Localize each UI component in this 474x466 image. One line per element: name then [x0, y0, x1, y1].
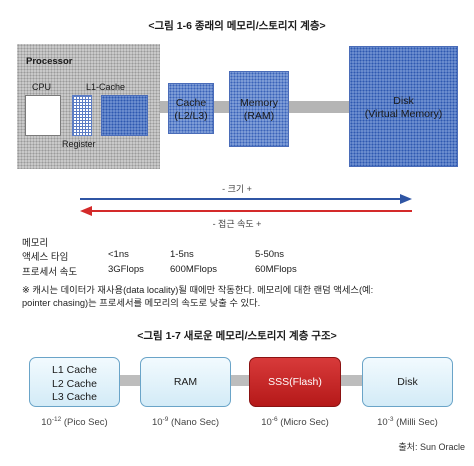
connector-ram-sss — [231, 375, 249, 386]
disk-label: Disk (Virtual Memory) — [342, 95, 465, 121]
time-exp-micro: -6 — [271, 416, 278, 423]
speed-label: - 접근 속도 + — [212, 219, 262, 229]
cache-levels-box — [29, 357, 120, 407]
speed-arrow — [80, 206, 412, 216]
cache-block — [168, 83, 214, 134]
memory-label-line2: (RAM) — [243, 110, 275, 123]
memory-label-line1: Memory — [240, 97, 278, 109]
note: ※ 캐시는 데이터가 재사용(data locality)될 때에만 작동한다.… — [22, 284, 462, 311]
time-unit-pico: (Pico Sec) — [63, 417, 108, 429]
cache-levels-line3: L3 Cache — [52, 391, 97, 404]
cpu-label: CPU — [32, 82, 52, 92]
connector-proc-cache — [160, 101, 168, 113]
connector-cache-mem — [214, 101, 229, 113]
time-base-nano: 10 — [151, 417, 163, 429]
note-line2: pointer chasing)는 프로세서를 메모리의 속도로 낮출 수 있다… — [22, 298, 261, 309]
cache-levels-line2: L2 Cache — [52, 377, 97, 390]
memory-block — [229, 71, 289, 147]
l1cache-label: L1-Cache — [86, 82, 126, 92]
row-speed-value-1: 3GFlops — [108, 264, 144, 275]
processor-label: Processor — [26, 56, 73, 67]
cache-label-line2: (L2/L3) — [174, 110, 208, 123]
size-label: - 크기 + — [222, 184, 252, 194]
ram-box — [140, 357, 231, 407]
row-access-value-1: <1ns — [108, 249, 129, 260]
time-label-milli: 10-3 (Milli Sec) — [357, 416, 458, 428]
disk2-box — [362, 357, 453, 407]
disk-block — [349, 46, 458, 167]
time-exp-milli: -3 — [387, 416, 394, 423]
register-grid — [72, 95, 92, 136]
ram-label: RAM — [173, 376, 198, 388]
row-speed-label: 프로세서 속도 — [22, 267, 78, 278]
time-label-pico: 10-12 (Pico Sec) — [24, 416, 125, 428]
time-label-micro: 10-6 (Micro Sec) — [244, 416, 346, 428]
connector-sss-disk — [341, 375, 362, 386]
time-unit-milli: (Milli Sec) — [396, 417, 438, 429]
source-label: 출처: Sun Oracle — [398, 442, 465, 452]
register-label: Register — [62, 139, 96, 149]
time-exp-pico: -12 — [51, 416, 62, 423]
table-header: 메모리 — [22, 238, 49, 249]
time-unit-nano: (Nano Sec) — [170, 417, 220, 429]
connector-l-ram — [120, 375, 140, 386]
time-base-micro: 10 — [261, 417, 272, 429]
time-base-milli: 10 — [377, 417, 388, 429]
cpu-box — [25, 95, 61, 136]
disk-label-line1: Disk — [393, 95, 414, 107]
disk2-label: Disk — [397, 376, 418, 388]
row-speed-value-3: 60MFlops — [255, 264, 297, 275]
row-access-value-2: 1-5ns — [170, 249, 194, 260]
cache-label: Cache (L2/L3) — [168, 97, 214, 123]
row-access-value-3: 5-50ns — [255, 249, 285, 260]
fig1-title: <그림 1-6 종래의 메모리/스토리지 계층> — [148, 20, 326, 32]
time-base-pico: 10 — [41, 417, 52, 429]
l1cache-box — [101, 95, 148, 136]
time-unit-micro: (Micro Sec) — [280, 417, 329, 429]
row-access-label: 액세스 타임 — [22, 252, 69, 263]
row-speed-value-2: 600MFlops — [170, 264, 217, 275]
disk-label-line2: (Virtual Memory) — [364, 108, 443, 121]
time-label-nano: 10-9 (Nano Sec) — [135, 416, 236, 428]
flash-label: SSS(Flash) — [268, 376, 322, 388]
size-arrow — [80, 194, 412, 204]
cache-label-line1: Cache — [175, 97, 207, 109]
time-exp-nano: -9 — [162, 416, 169, 423]
cache-levels-line1: L1 Cache — [52, 364, 97, 376]
cache-levels-label: L1 Cache L2 Cache L3 Cache — [29, 364, 120, 405]
fig2-title: <그림 1-7 새로운 메모리/스토리지 계층 구조> — [137, 330, 337, 342]
flash-box — [249, 357, 341, 407]
connector-mem-disk — [289, 101, 349, 113]
note-line1: ※ 캐시는 데이터가 재사용(data locality)될 때에만 작동한다.… — [22, 285, 374, 295]
memory-label: Memory (RAM) — [229, 97, 289, 123]
